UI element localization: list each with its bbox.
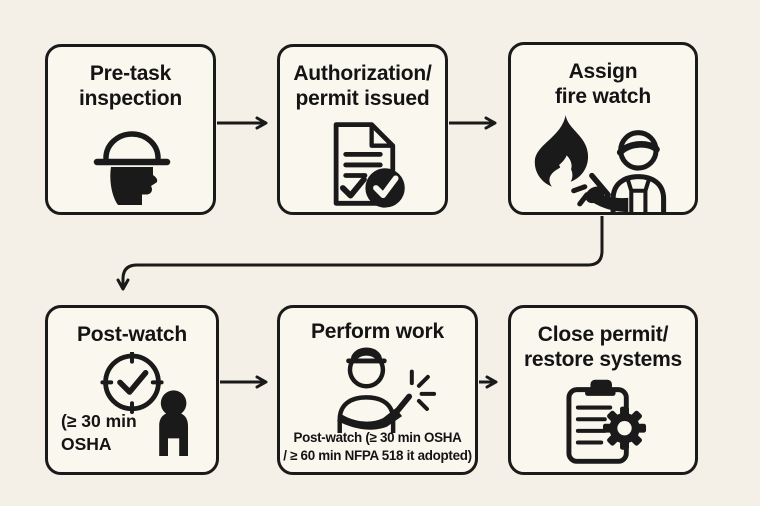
node-title: Pre-task inspection — [78, 62, 182, 111]
node-title: Post-watch — [76, 323, 187, 346]
node-perform-work: Perform work Post-watch (≥ 30 min OSHA /… — [277, 305, 478, 475]
flame-fire-watcher-icon — [527, 113, 679, 215]
node-title: Assign fire watch — [554, 60, 652, 109]
node-close-permit-restore-systems: Close permit/ restore systems — [508, 305, 698, 475]
clock-person-icon — [100, 352, 196, 456]
clipboard-gear-icon — [551, 376, 655, 466]
node-title: Close permit/ restore systems — [523, 323, 683, 372]
node-post-watch: Post-watch (≥ 30 min OSHA — [45, 305, 219, 475]
node-pre-task-inspection: Pre-task inspection — [45, 44, 216, 215]
node-authorization-permit-issued: Authorization/ permit issued — [277, 44, 448, 215]
permit-document-check-icon — [313, 115, 413, 211]
node-caption: (≥ 30 min OSHA — [61, 410, 137, 455]
arrow-firewatch-to-postwatch — [116, 216, 604, 291]
node-caption: Post-watch (≥ 30 min OSHA / ≥ 60 min NFP… — [283, 430, 472, 463]
node-assign-fire-watch: Assign fire watch — [508, 42, 698, 215]
node-title: Authorization/ permit issued — [293, 62, 432, 111]
welder-sparks-icon — [311, 344, 445, 434]
worker-hardhat-head-icon — [81, 115, 181, 207]
node-title: Perform work — [311, 320, 444, 343]
